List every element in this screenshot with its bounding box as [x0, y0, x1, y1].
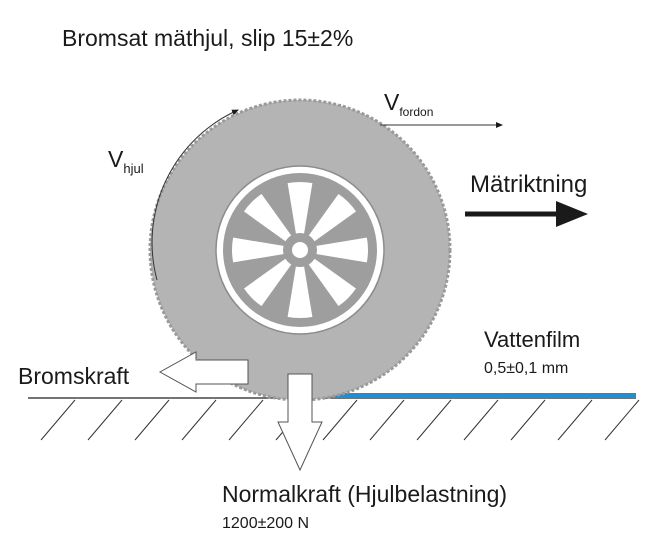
hatch-line	[87, 399, 123, 441]
wheel-spoke	[260, 262, 297, 319]
hatch-line	[228, 399, 264, 441]
wheel-speed-label: Vhjul	[108, 146, 144, 176]
wheel-spokes	[231, 181, 369, 319]
normal-force-value: 1200±200 N	[222, 515, 309, 532]
water-film	[325, 393, 636, 398]
hatch-line	[463, 399, 499, 441]
hatch-line	[134, 399, 170, 441]
water-film-label: Vattenfilm	[484, 327, 580, 352]
diagram-title: Bromsat mäthjul, slip 15±2%	[62, 25, 353, 51]
ground-hatching	[40, 399, 640, 441]
wheel-spoke	[303, 262, 340, 319]
hatch-line	[181, 399, 217, 441]
hatch-line	[369, 399, 405, 441]
water-film-value: 0,5±0,1 mm	[484, 360, 568, 377]
hatch-line	[416, 399, 452, 441]
wheel-spoke	[231, 253, 288, 290]
normal-force-arrow	[277, 373, 323, 472]
normal-force-label: Normalkraft (Hjulbelastning)	[222, 481, 507, 507]
wheel-spoke	[312, 210, 369, 247]
hatch-line	[604, 399, 640, 441]
hatch-line	[322, 399, 358, 441]
vehicle-speed-label: Vfordon	[384, 89, 433, 119]
direction-arrow	[465, 201, 588, 227]
rotation-arrow	[151, 109, 239, 281]
wheel-spoke	[303, 181, 340, 238]
wheel-spoke	[312, 253, 369, 290]
wheel-hub-center	[292, 242, 308, 258]
brake-force-label: Bromskraft	[18, 363, 130, 389]
brake-force-arrow	[158, 351, 249, 393]
wheel-spoke	[231, 210, 288, 247]
direction-label: Mätriktning	[470, 171, 587, 198]
hatch-line	[40, 399, 76, 441]
hatch-line	[557, 399, 593, 441]
wheel-spoke	[260, 181, 297, 238]
hatch-line	[510, 399, 546, 441]
measuring-wheel	[148, 98, 452, 402]
